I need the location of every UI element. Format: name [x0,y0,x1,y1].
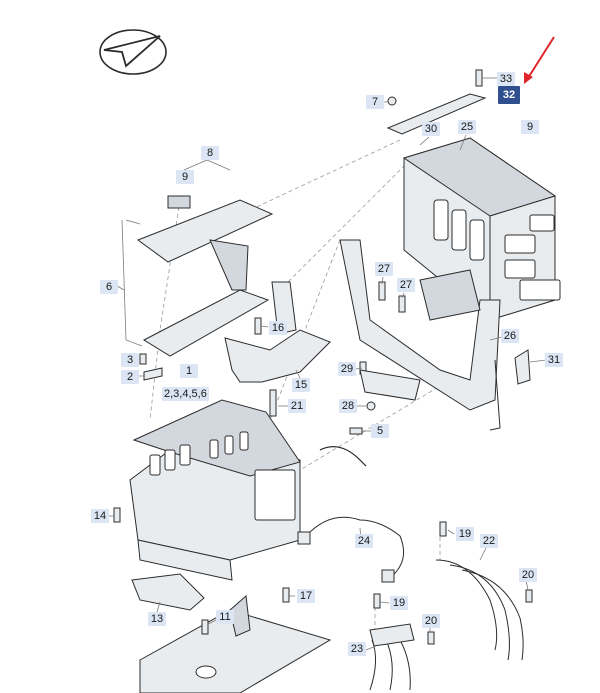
callout-2[interactable]: 2 [121,370,139,384]
callout-32-selected[interactable]: 32 [498,86,520,104]
small-parts-2-3 [139,353,163,381]
callout-5[interactable]: 5 [371,424,389,438]
bracket-13 [131,573,205,611]
bolt-21 [269,389,277,417]
callout-23[interactable]: 23 [348,642,366,656]
cable-set-23 [369,623,415,691]
wire-harness-24 [297,516,405,583]
callout-20-left[interactable]: 20 [422,614,440,628]
callout-28[interactable]: 28 [339,399,357,413]
callout-27-right[interactable]: 27 [397,278,415,292]
main-unit-1 [129,399,301,581]
cable-set-22 [435,559,524,661]
highlight-arrow-icon [524,36,555,84]
base-plate [139,587,332,693]
callout-20-right[interactable]: 20 [519,568,537,582]
callout-21[interactable]: 21 [288,399,306,413]
clip-31 [514,349,531,385]
callout-24[interactable]: 24 [355,534,373,548]
callout-7[interactable]: 7 [366,95,384,109]
callout-8[interactable]: 8 [201,146,219,160]
orientation-logo-icon [99,29,167,75]
callout-17[interactable]: 17 [297,589,315,603]
callout-29[interactable]: 29 [338,362,356,376]
callout-3[interactable]: 3 [121,353,139,367]
hose-4 [319,427,367,467]
bracket-6-outline [121,219,143,347]
callout-31[interactable]: 31 [545,353,563,367]
cover-plate-upper [136,195,274,291]
bracket-tray-26 [339,239,501,431]
callout-13[interactable]: 13 [148,612,166,626]
callout-9-right[interactable]: 9 [521,120,539,134]
bolt-16 [254,317,262,335]
mount-bracket [359,369,421,401]
callout-6[interactable]: 6 [100,280,118,294]
callout-22[interactable]: 22 [480,534,498,548]
bolt-14 [113,507,121,523]
callout-27-left[interactable]: 27 [375,262,393,276]
callout-19-left[interactable]: 19 [390,596,408,610]
top-bracket [386,93,487,135]
callout-15[interactable]: 15 [292,378,310,392]
callout-30[interactable]: 30 [422,122,440,136]
small-bolts-lower [373,521,533,645]
callout-11[interactable]: 11 [216,610,234,624]
callout-1[interactable]: 1 [180,364,198,378]
cover-plate-lower [142,289,270,357]
callout-2-3-4-5-6[interactable]: 2,3,4,5,6 [162,387,209,401]
control-unit-25 [402,137,561,321]
callout-14[interactable]: 14 [91,509,109,523]
callout-9-left[interactable]: 9 [176,170,194,184]
callout-16[interactable]: 16 [269,321,287,335]
callout-25[interactable]: 25 [458,120,476,134]
callout-26[interactable]: 26 [501,329,519,343]
bolt-33-drawing [475,69,483,87]
callout-33[interactable]: 33 [497,72,515,86]
callout-19-right[interactable]: 19 [456,527,474,541]
